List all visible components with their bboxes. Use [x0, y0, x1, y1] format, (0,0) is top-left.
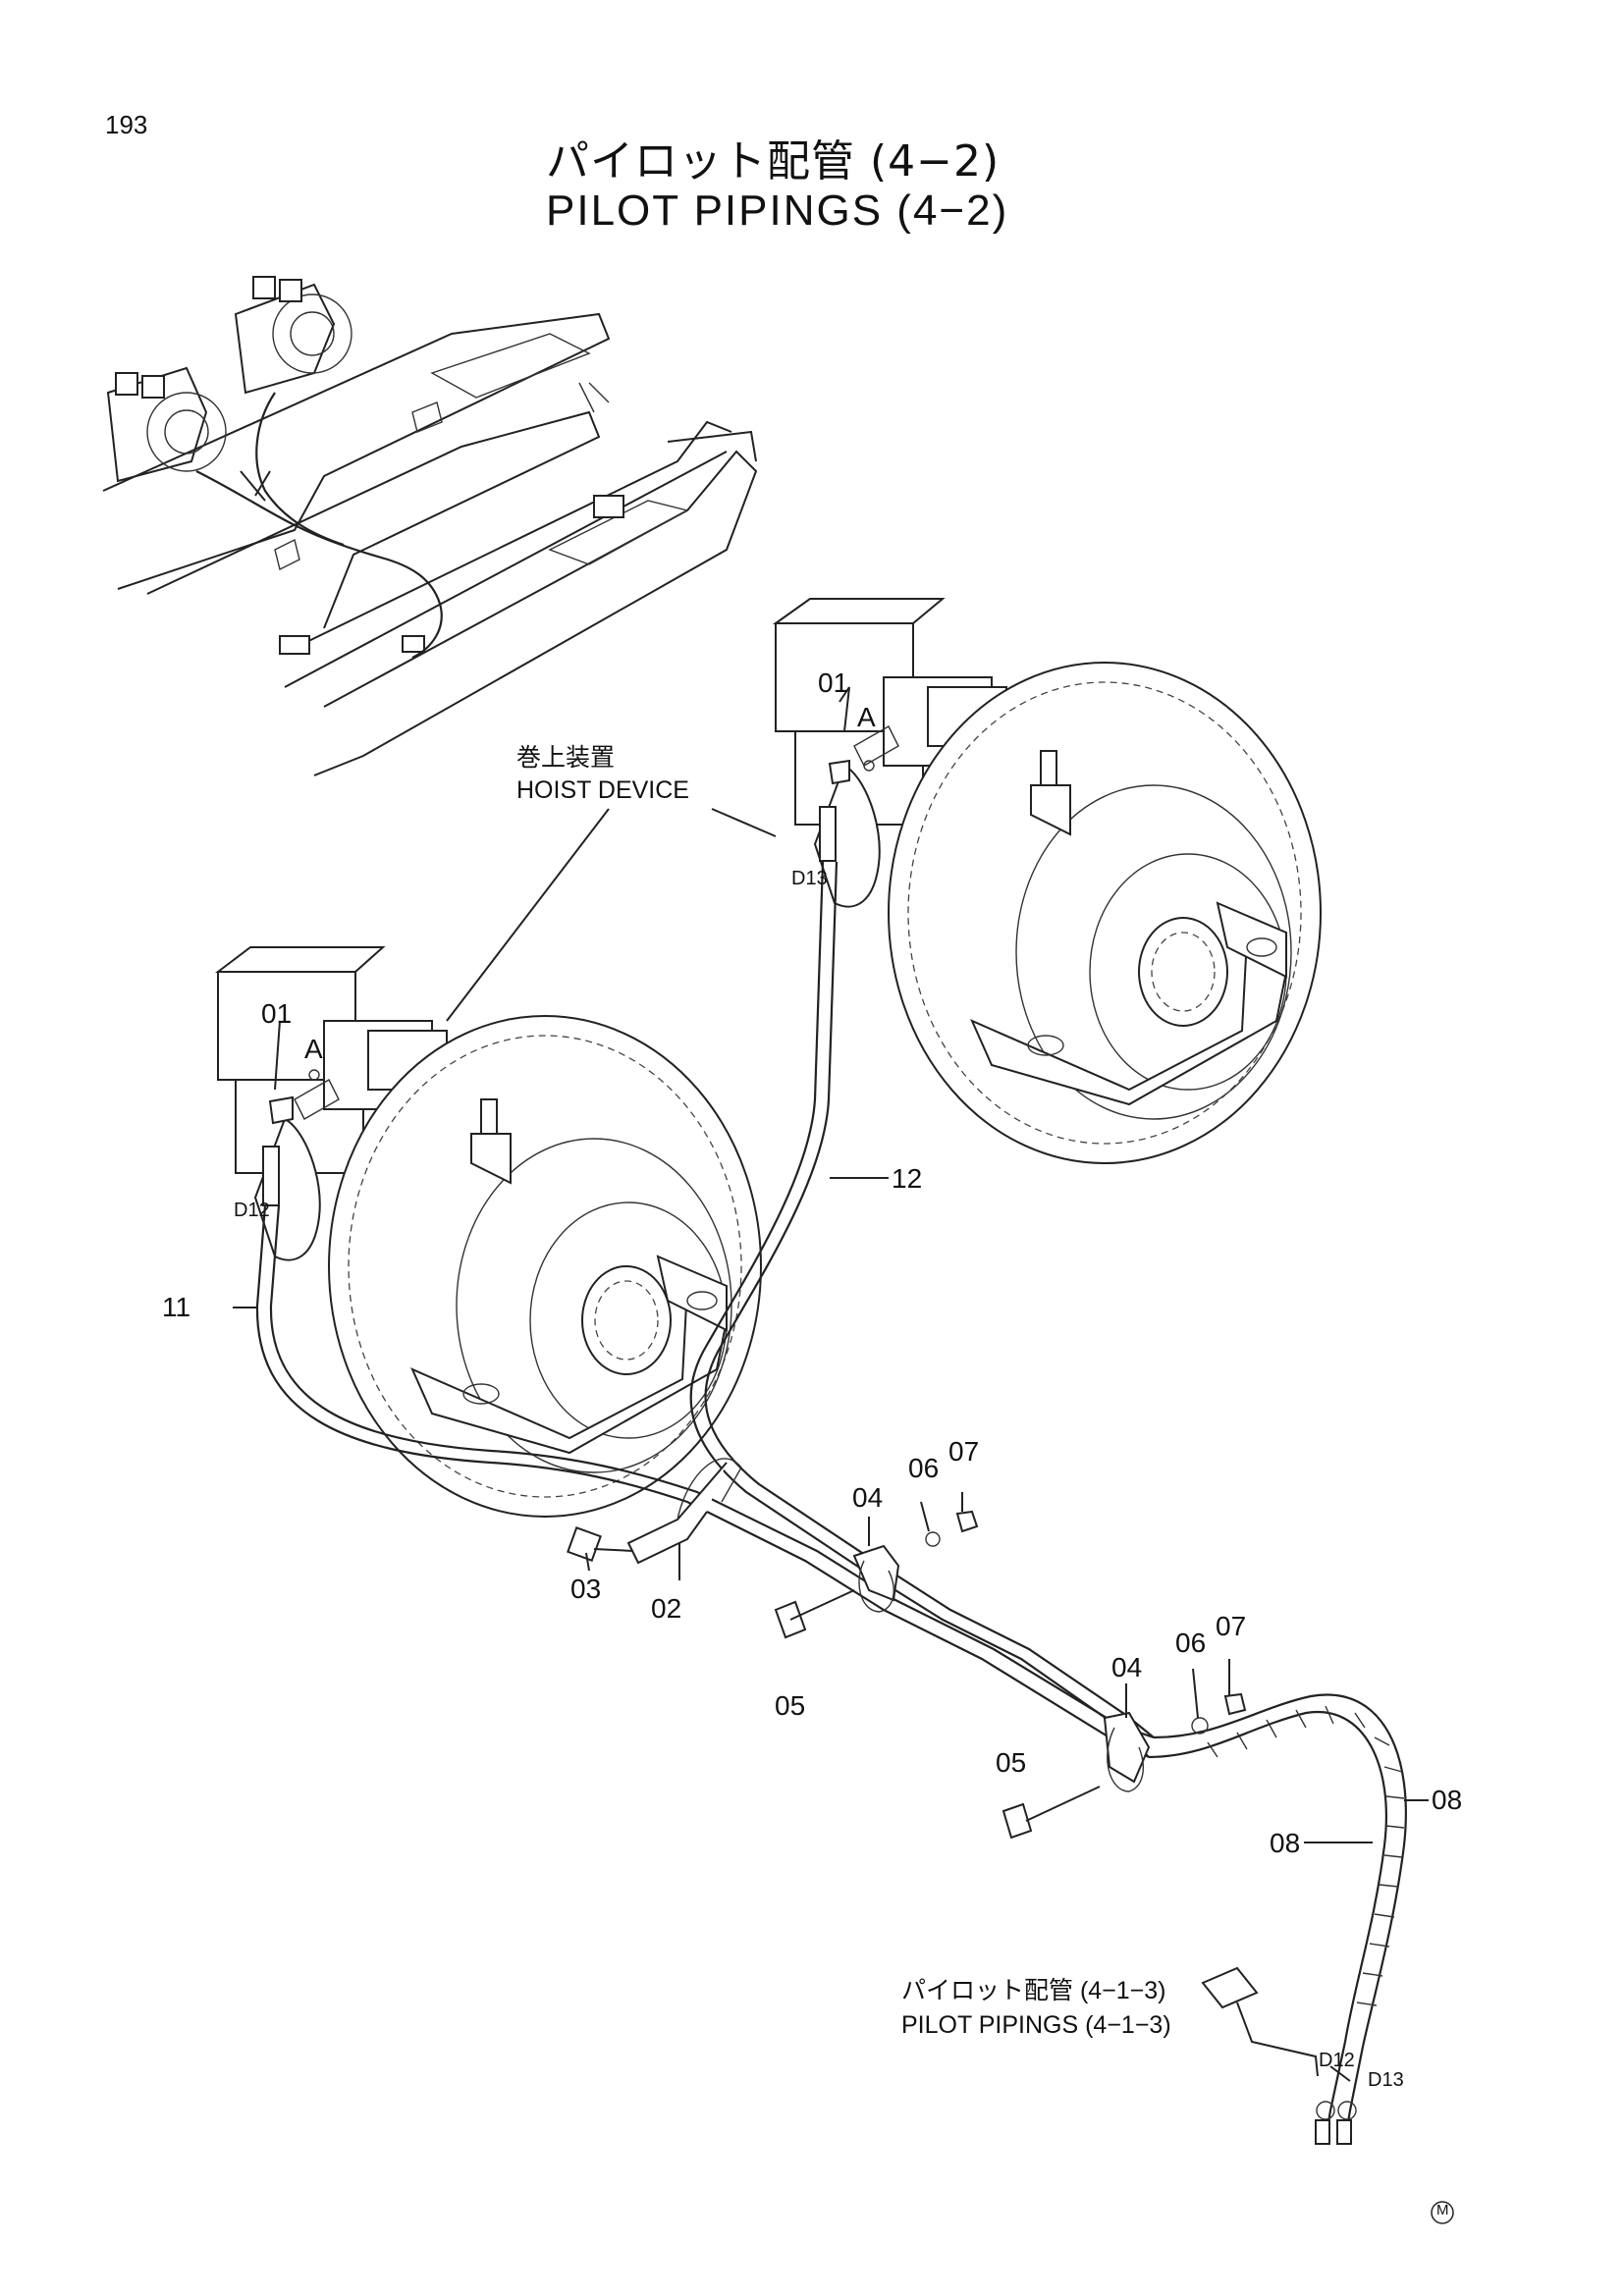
part-label-06-lower: 06	[1175, 1628, 1207, 1658]
part-label-07-lower: 07	[1216, 1611, 1247, 1641]
hoist-device-lower	[218, 947, 761, 1517]
hoist-device-label-ja: 巻上装置	[516, 744, 616, 772]
hoist-device-upper	[776, 599, 1321, 1163]
pilot-hoses	[257, 761, 1406, 2144]
part-label-12: 12	[892, 1163, 923, 1194]
trademark-circle	[1432, 2202, 1453, 2223]
part-label-06-upper: 06	[908, 1453, 940, 1483]
part-label-01-upper: 01	[818, 667, 849, 698]
hose-size-d12-bottom: D12	[1319, 2050, 1355, 2071]
hose-size-d13-top: D13	[791, 868, 828, 889]
port-label-a-lower: A	[304, 1034, 323, 1064]
hoist-device-label: HOIST DEVICE	[516, 776, 689, 804]
part-label-01-lower: 01	[261, 998, 293, 1029]
part-label-08-right: 08	[1432, 1785, 1463, 1815]
part-label-05-upper: 05	[775, 1690, 806, 1721]
part-label-03: 03	[570, 1574, 602, 1604]
part-label-05-lower: 05	[996, 1747, 1027, 1778]
trademark-mark: M	[1436, 2202, 1449, 2218]
part-label-08-left: 08	[1270, 1828, 1301, 1858]
hose-size-d13-bottom: D13	[1368, 2069, 1404, 2091]
page-title-japanese: パイロット配管 (4−2)	[546, 136, 1001, 187]
callout-leader-lines	[233, 687, 1429, 2081]
port-label-a-upper: A	[857, 702, 876, 732]
page-title: PILOT PIPINGS (4−2)	[546, 187, 1009, 235]
reference-pilot-pipings: PILOT PIPINGS (4−1−3)	[901, 2011, 1171, 2039]
hose-size-d12-left: D12	[234, 1200, 270, 1221]
reference-pilot-pipings-ja: パイロット配管 (4−1−3)	[901, 1977, 1166, 2004]
frame-overview-illustration	[103, 277, 756, 775]
part-label-02: 02	[651, 1593, 682, 1624]
part-label-04-lower: 04	[1111, 1652, 1143, 1682]
part-label-07-upper: 07	[948, 1436, 980, 1467]
part-label-11: 11	[162, 1292, 191, 1322]
part-label-04-upper: 04	[852, 1482, 884, 1513]
page-number: 193	[105, 110, 148, 139]
